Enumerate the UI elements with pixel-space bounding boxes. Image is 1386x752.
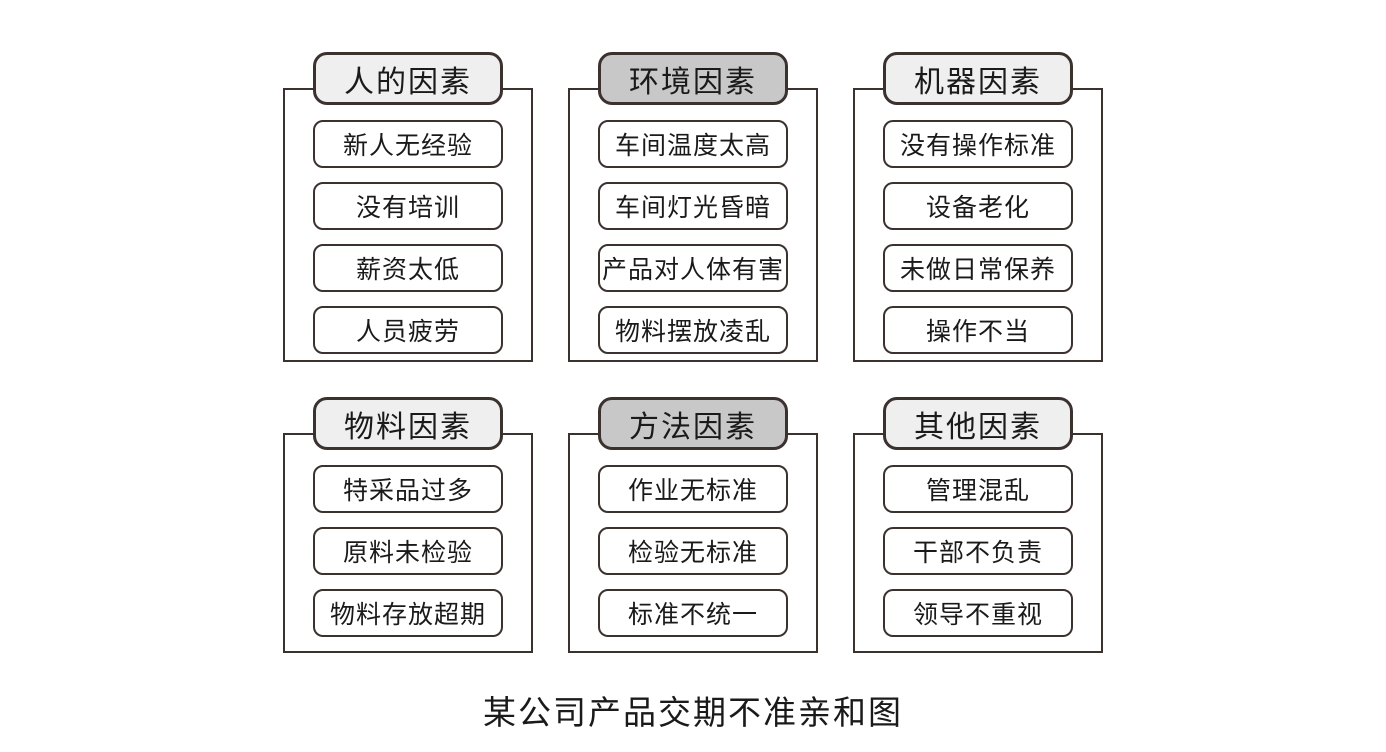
group-material-factors: 特采品过多 原料未检验 物料存放超期 物料因素 <box>283 397 533 653</box>
affinity-card: 物料摆放凌乱 <box>598 306 788 354</box>
affinity-card: 标准不统一 <box>598 589 788 637</box>
affinity-card: 特采品过多 <box>313 465 503 513</box>
affinity-card: 原料未检验 <box>313 527 503 575</box>
affinity-card: 物料存放超期 <box>313 589 503 637</box>
affinity-card: 没有培训 <box>313 182 503 230</box>
group-container: 新人无经验 没有培训 薪资太低 人员疲劳 <box>283 88 533 362</box>
affinity-card: 车间灯光昏暗 <box>598 182 788 230</box>
affinity-card: 未做日常保养 <box>883 244 1073 292</box>
affinity-card: 新人无经验 <box>313 120 503 168</box>
affinity-card: 作业无标准 <box>598 465 788 513</box>
group-header-machine-factors: 机器因素 <box>883 52 1073 105</box>
affinity-card: 车间温度太高 <box>598 120 788 168</box>
group-container: 没有操作标准 设备老化 未做日常保养 操作不当 <box>853 88 1103 362</box>
group-header-human-factors: 人的因素 <box>313 52 503 105</box>
group-container: 车间温度太高 车间灯光昏暗 产品对人体有害 物料摆放凌乱 <box>568 88 818 362</box>
group-header-method-factors: 方法因素 <box>598 397 788 450</box>
group-container: 管理混乱 干部不负责 领导不重视 <box>853 433 1103 653</box>
affinity-card: 人员疲劳 <box>313 306 503 354</box>
group-machine-factors: 没有操作标准 设备老化 未做日常保养 操作不当 机器因素 <box>853 52 1103 362</box>
affinity-card: 薪资太低 <box>313 244 503 292</box>
affinity-card: 操作不当 <box>883 306 1073 354</box>
group-container: 特采品过多 原料未检验 物料存放超期 <box>283 433 533 653</box>
affinity-card: 产品对人体有害 <box>598 244 788 292</box>
group-container: 作业无标准 检验无标准 标准不统一 <box>568 433 818 653</box>
affinity-card: 领导不重视 <box>883 589 1073 637</box>
affinity-card: 没有操作标准 <box>883 120 1073 168</box>
group-other-factors: 管理混乱 干部不负责 领导不重视 其他因素 <box>853 397 1103 653</box>
affinity-card: 检验无标准 <box>598 527 788 575</box>
group-header-other-factors: 其他因素 <box>883 397 1073 450</box>
group-human-factors: 新人无经验 没有培训 薪资太低 人员疲劳 人的因素 <box>283 52 533 362</box>
group-header-material-factors: 物料因素 <box>313 397 503 450</box>
group-header-environment-factors: 环境因素 <box>598 52 788 105</box>
affinity-card: 设备老化 <box>883 182 1073 230</box>
diagram-caption: 某公司产品交期不准亲和图 <box>483 694 903 731</box>
group-method-factors: 作业无标准 检验无标准 标准不统一 方法因素 <box>568 397 818 653</box>
group-environment-factors: 车间温度太高 车间灯光昏暗 产品对人体有害 物料摆放凌乱 环境因素 <box>568 52 818 362</box>
affinity-card: 干部不负责 <box>883 527 1073 575</box>
affinity-card: 管理混乱 <box>883 465 1073 513</box>
